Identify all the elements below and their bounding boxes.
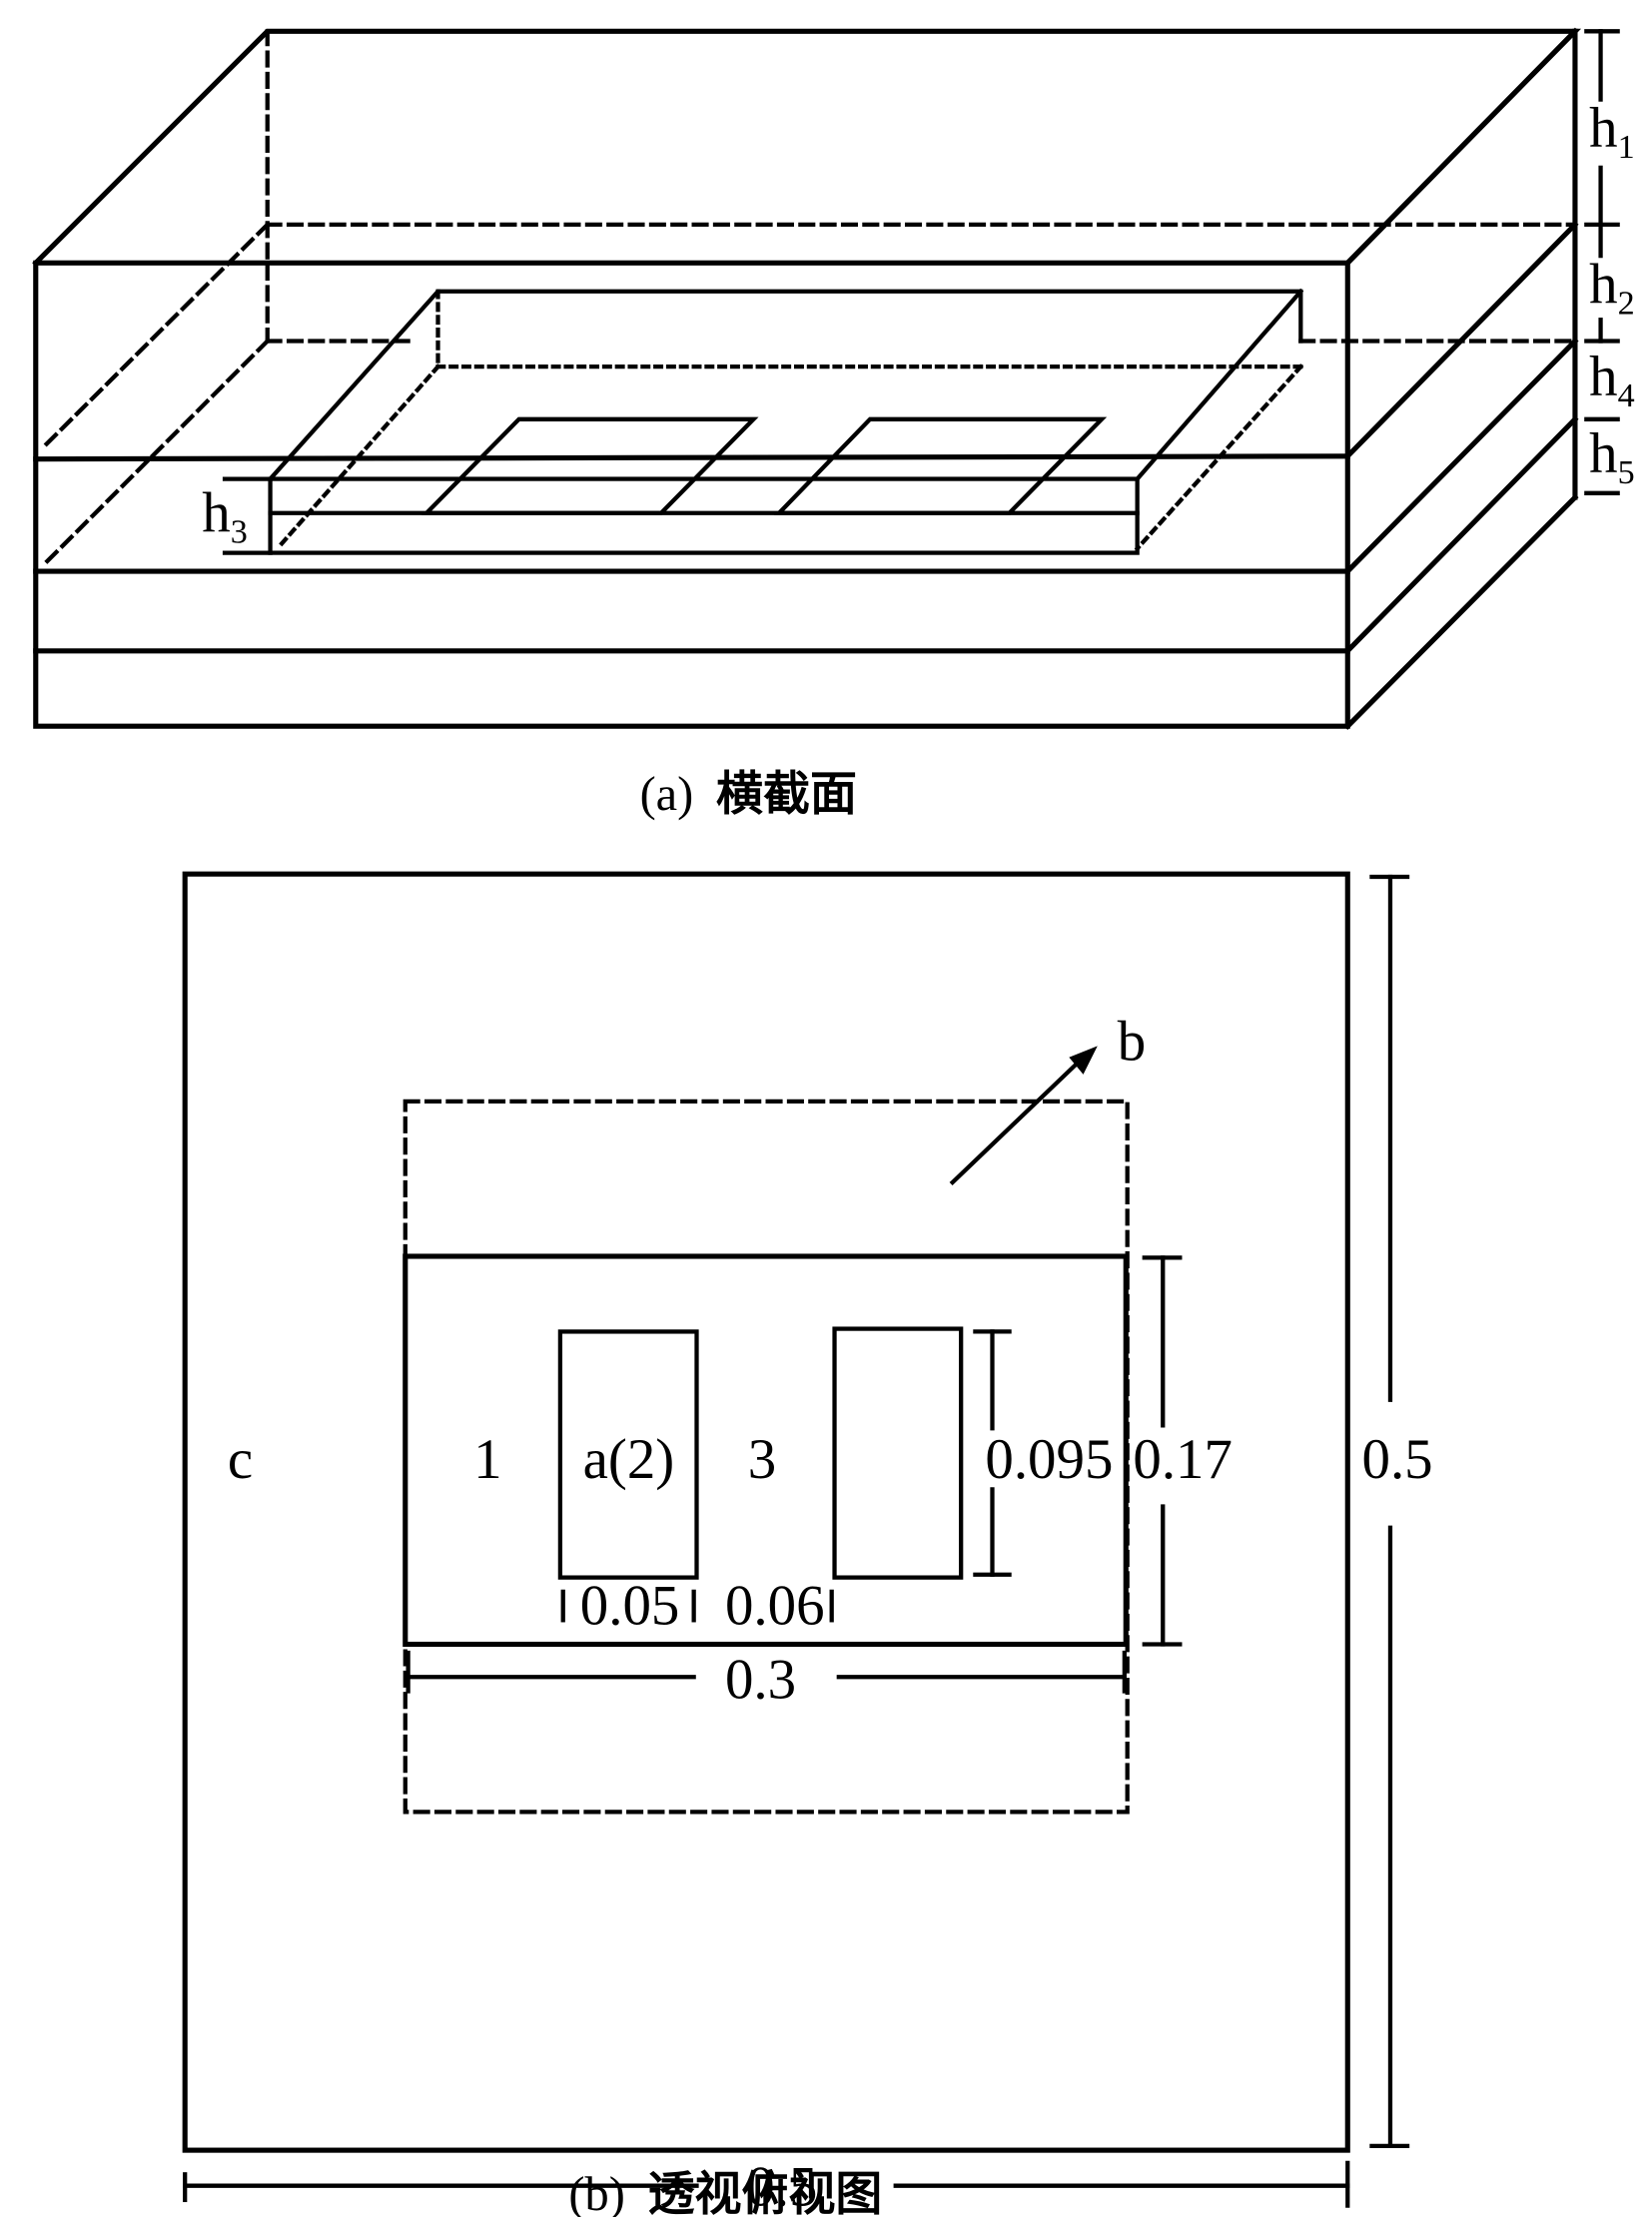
- dim-outer-width: 0.5: [746, 2156, 817, 2217]
- slab-front-face: [268, 476, 1140, 555]
- pad-2: [832, 1326, 964, 1580]
- top-view: c 1 a(2) 3 b 0.095 0.17 0.5 0.05 0.06 0.…: [182, 871, 1433, 2217]
- label-c: c: [228, 1428, 253, 1491]
- dim-inner-height: 0.17: [1133, 1428, 1233, 1491]
- dim-inner-width: 0.3: [725, 1649, 796, 1712]
- height-dimensions: [222, 29, 1620, 555]
- right-face-edge-2: [1343, 337, 1579, 575]
- label-h5: h5: [1589, 421, 1635, 490]
- pad-a: [557, 1329, 699, 1580]
- arrow-b-shaft: [949, 1057, 1084, 1186]
- right-face-edge-top: [1343, 27, 1579, 267]
- slab-top-edges: [267, 289, 1303, 482]
- hidden-diag-1: [39, 221, 271, 451]
- caption-a: (a)横截面: [640, 767, 857, 822]
- dim-pad-height: 0.095: [985, 1428, 1113, 1491]
- slab-right-diag: [1134, 288, 1304, 482]
- layer-line-1: [33, 453, 1350, 462]
- arrow-b-head-icon: [1069, 1046, 1098, 1075]
- label-h3: h3: [202, 481, 248, 550]
- outer-square-c: [182, 871, 1350, 2153]
- right-face-edge-3: [1343, 415, 1579, 655]
- slab-hidden-diag-l: [274, 364, 441, 552]
- label-h2: h2: [1589, 253, 1635, 322]
- dim-pad-gap: 0.06: [725, 1575, 825, 1638]
- pad-left: [421, 416, 759, 515]
- label-h1: h1: [1589, 97, 1635, 166]
- label-h4: h4: [1589, 346, 1635, 414]
- pad-right: [773, 416, 1108, 515]
- right-face-edge-4: [1343, 493, 1579, 730]
- hidden-diag-2: [39, 338, 271, 569]
- label-b: b: [1118, 1011, 1146, 1074]
- dim-outer-height: 0.5: [1361, 1428, 1432, 1491]
- inner-rect: [403, 1253, 1129, 1648]
- dim-pad-width: 0.05: [580, 1575, 680, 1638]
- label-region-a: a(2): [583, 1428, 675, 1491]
- box-front-face: [33, 260, 1350, 729]
- label-region-3: 3: [748, 1428, 776, 1491]
- label-region-1: 1: [473, 1428, 501, 1491]
- slab-hidden-diag-r: [1134, 364, 1304, 552]
- dimension-lines: [183, 874, 1410, 2208]
- cross-section-3d: h1 h2 h3 h4 h5 (a)横截面: [32, 27, 1635, 822]
